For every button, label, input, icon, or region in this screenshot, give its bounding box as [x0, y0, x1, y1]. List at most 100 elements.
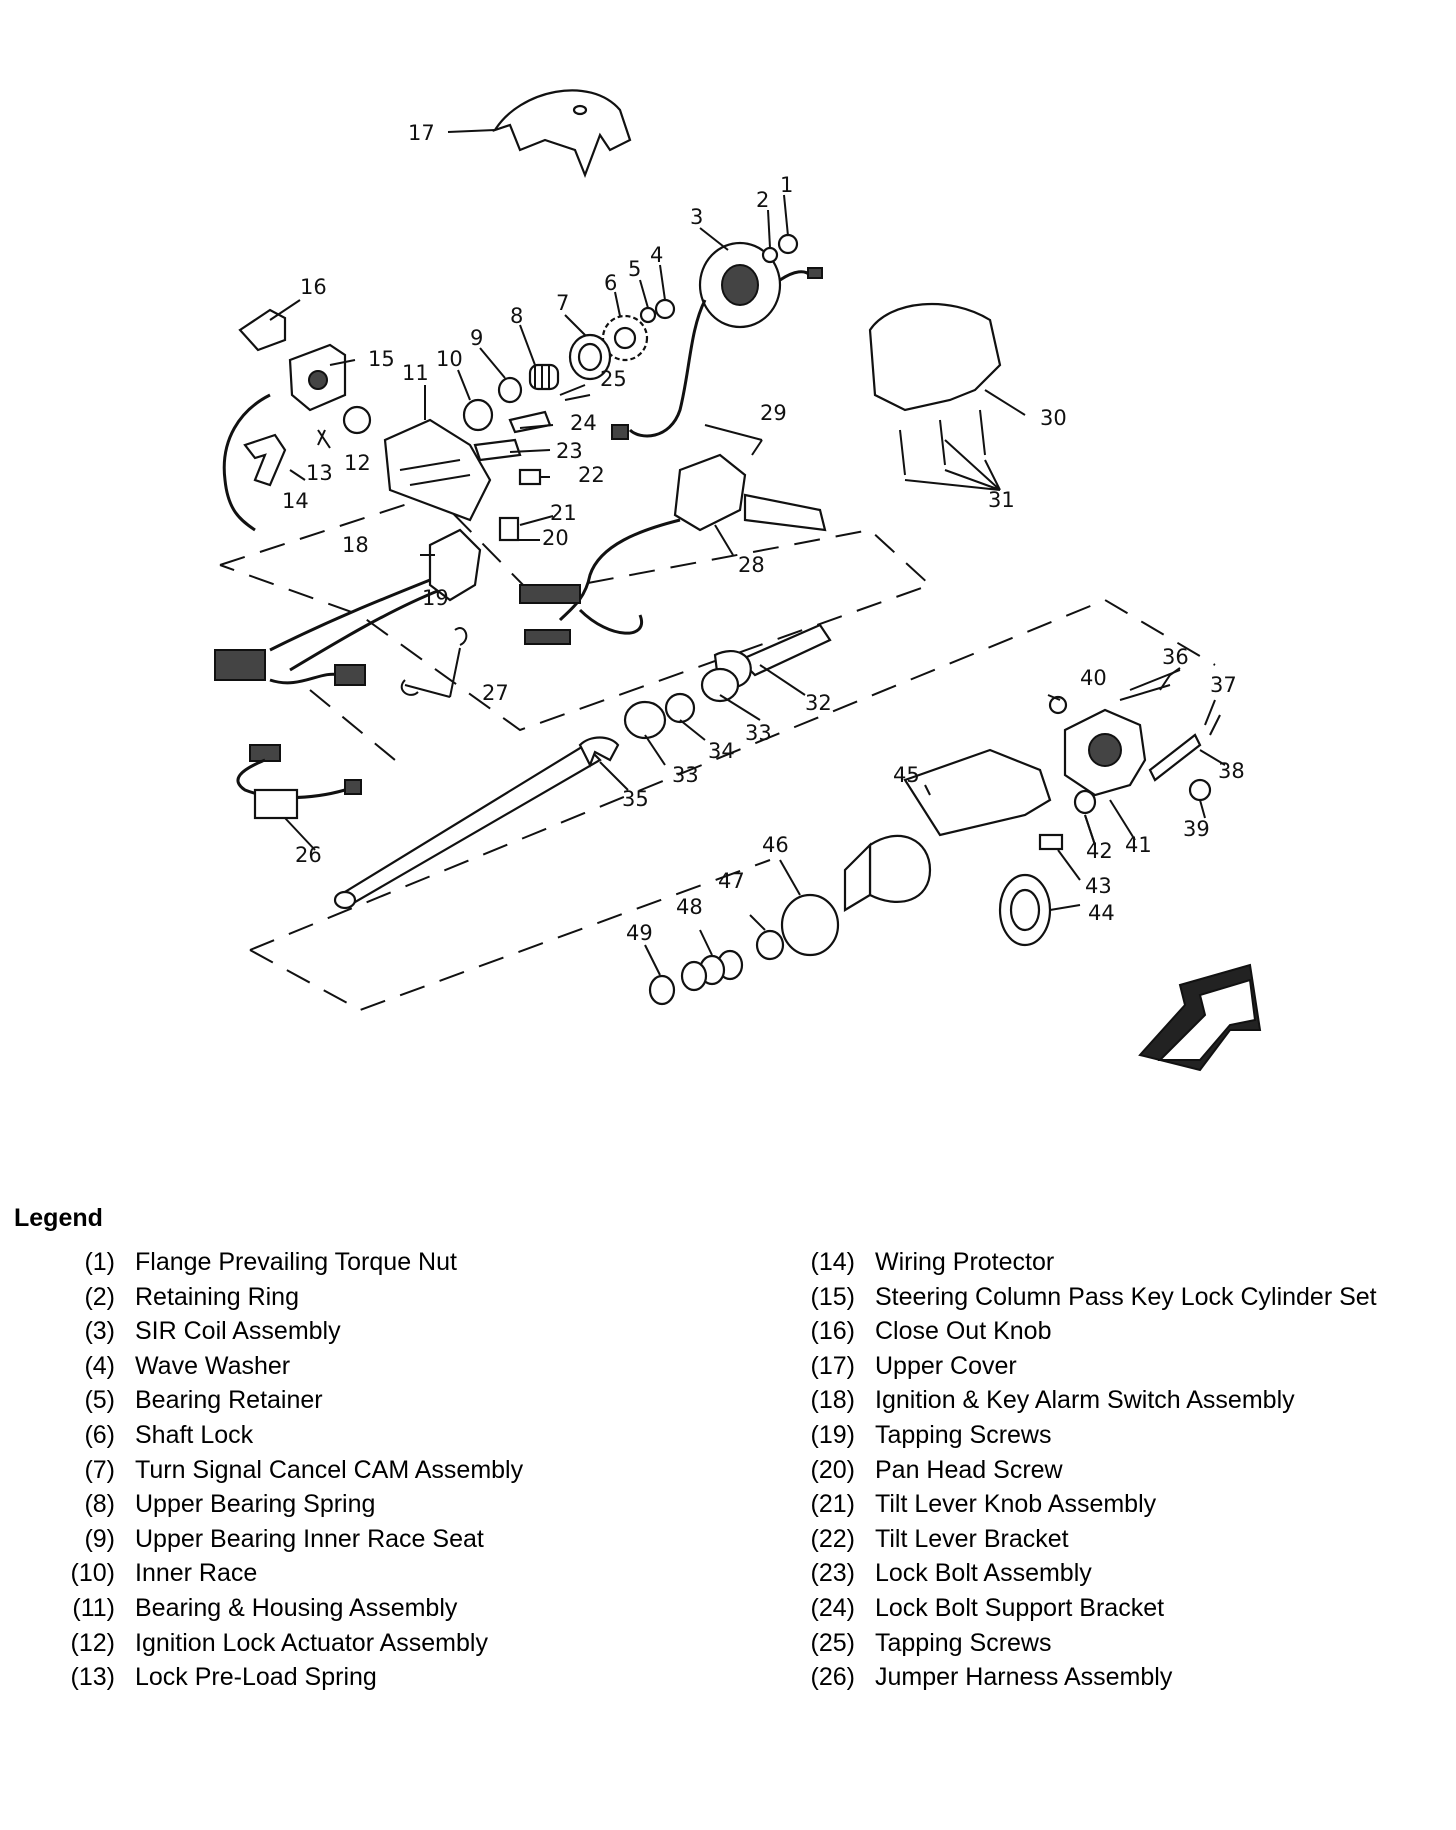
- legend-item-number: (10): [70, 1559, 115, 1588]
- callout-10: 10: [436, 347, 463, 371]
- sir-coil-part: [611, 241, 823, 440]
- legend-item-number: (21): [810, 1490, 855, 1519]
- legend-item-number: (1): [84, 1248, 115, 1276]
- legend-item-text: Steering Column Pass Key Lock Cylinder S…: [875, 1282, 1377, 1311]
- legend-item-text: Tapping Screws: [875, 1420, 1052, 1449]
- spring-and-protector-parts: [243, 429, 331, 487]
- legend-item-text: Shaft Lock: [135, 1420, 254, 1449]
- callout-5: 5: [628, 257, 641, 281]
- callout-29: 29: [760, 401, 787, 425]
- callout-27: 27: [482, 681, 509, 705]
- legend-item-text: Wiring Protector: [875, 1248, 1055, 1276]
- legend-item-text: SIR Coil Assembly: [135, 1317, 341, 1346]
- legend-item-number: (25): [810, 1628, 855, 1657]
- legend-item-text: Bearing Retainer: [135, 1386, 323, 1415]
- callout-14: 14: [282, 489, 309, 513]
- callout-19: 19: [422, 586, 449, 610]
- legend-title: Legend: [14, 1204, 103, 1232]
- shaft-end-parts: [623, 623, 832, 740]
- ignition-switch-part: [428, 528, 482, 602]
- legend-item-number: (18): [810, 1386, 855, 1415]
- callout-17: 17: [408, 121, 435, 145]
- bearing-parts: [462, 363, 560, 432]
- callout-30: 30: [1040, 406, 1067, 430]
- callout-25: 25: [600, 367, 627, 391]
- callout-43: 43: [1085, 874, 1112, 898]
- bearing-housing-part: [342, 405, 492, 522]
- callout-47: 47: [718, 869, 745, 893]
- callout-39: 39: [1183, 817, 1210, 841]
- callout-35: 35: [622, 787, 649, 811]
- legend-item-text: Inner Race: [135, 1559, 258, 1588]
- upper-cover-part: [492, 89, 632, 179]
- callout-3: 3: [690, 205, 703, 229]
- legend-item-text: Tapping Screws: [875, 1628, 1052, 1657]
- legend-item-number: (8): [84, 1490, 115, 1519]
- close-out-knob-part: [238, 308, 287, 352]
- legend-item-number: (12): [70, 1628, 115, 1657]
- legend-item-text: Ignition Lock Actuator Assembly: [135, 1628, 488, 1657]
- legend-item-text: Upper Bearing Spring: [135, 1490, 376, 1519]
- callout-21: 21: [550, 501, 577, 525]
- callout-45: 45: [893, 763, 920, 787]
- legend-item-text: Lock Bolt Support Bracket: [875, 1593, 1165, 1622]
- legend-item-text: Upper Cover: [875, 1351, 1017, 1380]
- callout-37: 37: [1210, 673, 1237, 697]
- legend-item-text: Upper Bearing Inner Race Seat: [135, 1524, 484, 1553]
- callout-48: 48: [676, 895, 703, 919]
- legend-item-number: (22): [810, 1524, 855, 1553]
- legend-item-text: Jumper Harness Assembly: [875, 1663, 1173, 1692]
- callout-24: 24: [570, 411, 597, 435]
- legend-item-number: (15): [810, 1282, 855, 1311]
- callout-33b: 33: [672, 763, 699, 787]
- legend-item-text: Wave Washer: [135, 1351, 291, 1380]
- steering-shaft-part: [333, 736, 620, 910]
- callout-38: 38: [1218, 759, 1245, 783]
- legend-item-text: Ignition & Key Alarm Switch Assembly: [875, 1386, 1295, 1415]
- legend-item-text: Pan Head Screw: [875, 1455, 1063, 1484]
- legend-item-number: (19): [810, 1420, 855, 1449]
- legend-item-number: (4): [84, 1351, 115, 1380]
- lower-cover-part: [868, 302, 1002, 476]
- callout-13: 13: [306, 461, 333, 485]
- callout-16: 16: [300, 275, 327, 299]
- legend-item-number: (13): [70, 1663, 115, 1692]
- lock-cylinder-part: [288, 343, 347, 412]
- legend-item-text: Lock Pre-Load Spring: [135, 1663, 377, 1692]
- legend-item-number: (20): [810, 1455, 855, 1484]
- callout-34: 34: [708, 739, 735, 763]
- callout-41: 41: [1125, 833, 1152, 857]
- legend-item-number: (16): [810, 1317, 855, 1346]
- dashed-assembly-outlines: [219, 493, 1216, 1012]
- callout-36: 36: [1162, 645, 1189, 669]
- callout-42: 42: [1086, 839, 1113, 863]
- callout-4: 4: [650, 243, 663, 267]
- callout-31: 31: [988, 488, 1015, 512]
- callout-26: 26: [295, 843, 322, 867]
- legend-item-text: Flange Prevailing Torque Nut: [135, 1248, 457, 1276]
- callout-15: 15: [368, 347, 395, 371]
- legend-item-number: (11): [72, 1593, 115, 1622]
- shroud-parts: [998, 833, 1064, 947]
- callout-32: 32: [805, 691, 832, 715]
- legend-item-number: (23): [810, 1559, 855, 1588]
- callout-1: 1: [780, 173, 793, 197]
- callout-40: 40: [1080, 666, 1107, 690]
- legend-item-number: (7): [84, 1455, 115, 1484]
- direction-arrow-icon: [1138, 963, 1262, 1072]
- legend-item-number: (2): [84, 1282, 115, 1311]
- callout-6: 6: [604, 271, 617, 295]
- callout-49: 49: [626, 921, 653, 945]
- legend-item-text: Bearing & Housing Assembly: [135, 1593, 458, 1622]
- legend-item-number: (3): [84, 1317, 115, 1346]
- legend-item-text: Retaining Ring: [135, 1282, 299, 1311]
- multifunction-switch-part: [519, 453, 827, 645]
- legend-item-number: (9): [84, 1524, 115, 1553]
- callout-labels: 1 2 3 4 5 6 7 8 9 10 11 12 13 14 15 16 1…: [282, 121, 1245, 945]
- callout-33a: 33: [745, 721, 772, 745]
- callout-2: 2: [756, 188, 769, 212]
- legend-item-text: Lock Bolt Assembly: [875, 1559, 1092, 1588]
- legend-item-text: Tilt Lever Bracket: [875, 1524, 1069, 1553]
- shaft-lock-part: [601, 314, 649, 362]
- callout-18: 18: [342, 533, 369, 557]
